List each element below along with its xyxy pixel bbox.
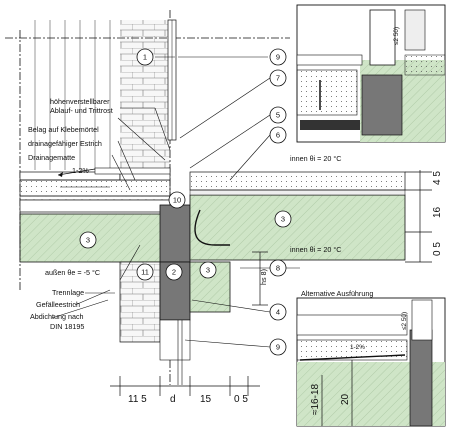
label-alt-slope: 1-2% (350, 344, 365, 351)
label-alt-le2: ≤2 50) (401, 312, 408, 330)
dim-bottom-15: 15 (200, 394, 212, 405)
callout-9-top: 9 (276, 53, 280, 62)
label-drain-2: Ablauf- und Trittrost (50, 106, 113, 115)
callout-9-bottom: 9 (276, 343, 280, 352)
callout-markers (79, 48, 292, 356)
label-outside: außen θe = -5 °C (45, 268, 100, 277)
label-inset-le2: ≤2 50) (393, 27, 400, 45)
drain-grate (94, 167, 171, 175)
label-waterproofing: Abdichtung nach (30, 312, 84, 321)
callout-8: 8 (276, 264, 280, 273)
callout-5: 5 (276, 111, 280, 120)
interior-screed (189, 171, 406, 191)
label-alternative: Alternative Ausführung (301, 289, 373, 298)
label-inside-top: innen θi = 20 °C (290, 154, 341, 163)
callout-11: 11 (141, 268, 149, 277)
label-drain: höhenverstellbarer (50, 97, 110, 106)
callout-10: 10 (173, 196, 181, 205)
dim-bottom-d: d (170, 394, 176, 405)
callout-6: 6 (276, 131, 280, 140)
label-mat: Drainagematte (28, 153, 75, 162)
label-screed: drainagefähiger Estrich (28, 139, 102, 148)
label-slope-top: 1-2% (72, 166, 89, 175)
drainage-screed (19, 179, 171, 197)
drainage-mat (19, 195, 171, 201)
dim-right-mid: 16 (432, 206, 443, 218)
callout-7: 7 (276, 74, 280, 83)
label-slope-screed: Gefälleestrich (36, 300, 80, 309)
dim-bottom-05: 0 5 (234, 394, 248, 405)
callout-4: 4 (276, 308, 280, 317)
callout-3-left: 3 (86, 236, 90, 245)
callout-3-right: 3 (281, 215, 285, 224)
label-hs: hs 8) (259, 269, 268, 285)
slope-screed (19, 199, 171, 213)
bottom-dimension-line (110, 376, 260, 396)
dim-bottom-1: 11 5 (128, 394, 147, 405)
upper-brick-wall (120, 20, 170, 180)
label-din: DIN 18195 (50, 322, 84, 331)
dim-right-bottom: 0 5 (432, 242, 443, 256)
inset-top (296, 4, 446, 143)
label-separation: Trennlage (52, 288, 84, 297)
dim-right-top: 4 5 (432, 171, 443, 185)
callout-1: 1 (143, 53, 147, 62)
label-tiles: Belag auf Klebemörtel (28, 125, 99, 134)
leader-lines (51, 56, 300, 348)
dim-alt-16-18: ≈16-18 (310, 383, 321, 415)
thermal-break (159, 204, 191, 263)
label-inside-bottom: innen θi = 20 °C (290, 245, 341, 254)
callout-2: 2 (172, 268, 176, 277)
dim-alt-20: 20 (340, 393, 351, 405)
upper-wall-lines (34, 20, 111, 170)
right-dimension-lines (405, 170, 432, 263)
inset-alt (296, 297, 446, 427)
callout-3-lower: 3 (206, 266, 210, 275)
